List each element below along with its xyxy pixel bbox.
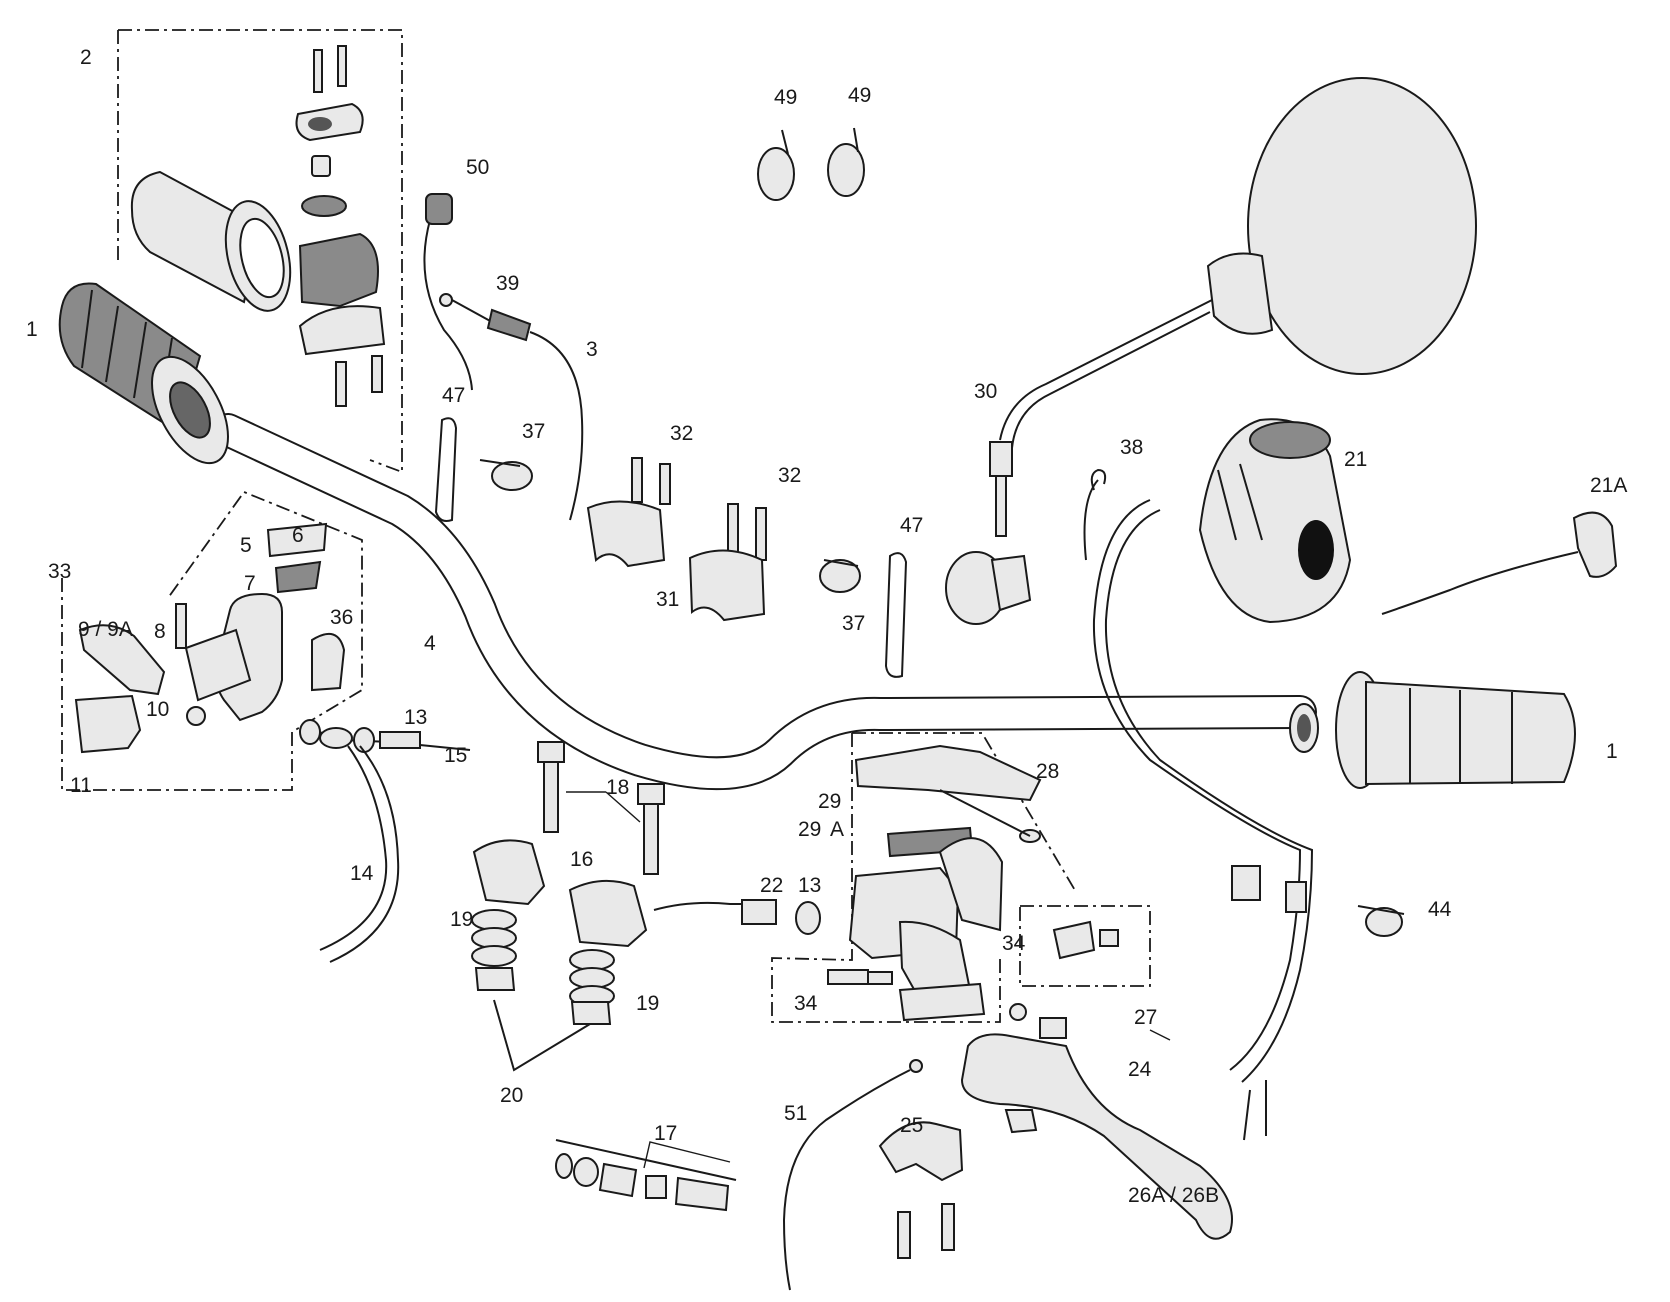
master-cylinder-left bbox=[74, 522, 346, 754]
throttle-assembly bbox=[130, 45, 386, 407]
lever-group-outline bbox=[852, 732, 1077, 893]
label-25: 25 bbox=[900, 1114, 923, 1137]
label-37-right: 37 bbox=[842, 612, 865, 635]
bleed-kit-17 bbox=[555, 1139, 737, 1212]
label-39: 39 bbox=[496, 272, 519, 295]
label-37-left: 37 bbox=[522, 420, 545, 443]
right-grip bbox=[1335, 671, 1576, 789]
label-22: 22 bbox=[760, 874, 783, 897]
label-47-left: 47 bbox=[442, 384, 465, 407]
brake-hose-left bbox=[299, 719, 471, 963]
hose-clamps bbox=[757, 127, 865, 201]
label-19-left: 19 bbox=[450, 908, 473, 931]
label-18: 18 bbox=[606, 776, 629, 799]
label-8: 8 bbox=[154, 620, 166, 643]
label-30: 30 bbox=[974, 380, 997, 403]
label-5: 5 bbox=[240, 534, 252, 557]
cable-clip-right bbox=[819, 552, 908, 678]
spring-group-outline bbox=[1019, 905, 1151, 987]
label-17: 17 bbox=[654, 1122, 677, 1145]
label-13-left: 13 bbox=[404, 706, 427, 729]
cable-clip-left bbox=[434, 417, 533, 522]
label-27: 27 bbox=[1134, 1006, 1157, 1029]
throttle-group-outline bbox=[118, 29, 403, 474]
label-20: 20 bbox=[500, 1084, 523, 1107]
label-50: 50 bbox=[466, 156, 489, 179]
label-44: 44 bbox=[1428, 898, 1452, 921]
brake-pump bbox=[827, 744, 1119, 1022]
label-29-prefix: 29 bbox=[798, 818, 821, 841]
label-1-left: 1 bbox=[26, 318, 38, 341]
label-24: 24 bbox=[1128, 1058, 1152, 1081]
label-3: 3 bbox=[586, 338, 598, 361]
label-34-left: 34 bbox=[794, 992, 818, 1015]
light-switch bbox=[1083, 418, 1618, 1141]
brake-lever bbox=[960, 1003, 1233, 1240]
label-10: 10 bbox=[146, 698, 169, 721]
label-49-right: 49 bbox=[848, 84, 871, 107]
label-14: 14 bbox=[350, 862, 374, 885]
label-33: 33 bbox=[48, 560, 71, 583]
throttle-cable bbox=[423, 193, 584, 521]
leader-lines bbox=[566, 791, 1171, 1169]
label-16: 16 bbox=[570, 848, 593, 871]
label-34-right: 34 bbox=[1002, 932, 1026, 955]
label-15: 15 bbox=[444, 744, 467, 767]
handlebar-clamps bbox=[586, 457, 767, 622]
mirror bbox=[945, 77, 1477, 625]
label-29: 29 bbox=[818, 790, 841, 813]
callout-labels: 1 1 2 3 4 5 6 7 8 9 / 9A 10 11 13 13 14 … bbox=[26, 46, 1627, 1207]
label-29a-suffix: A bbox=[830, 818, 844, 841]
label-28: 28 bbox=[1036, 760, 1059, 783]
lever-bracket bbox=[878, 1121, 964, 1259]
label-19-right: 19 bbox=[636, 992, 659, 1015]
clutch-cable bbox=[782, 1059, 923, 1291]
label-26a-26b: 26A / 26B bbox=[1128, 1184, 1219, 1207]
label-32-right: 32 bbox=[778, 464, 801, 487]
label-9-9a: 9 / 9A bbox=[78, 618, 133, 641]
handlebar bbox=[211, 413, 1319, 791]
label-21: 21 bbox=[1344, 448, 1367, 471]
label-38: 38 bbox=[1120, 436, 1143, 459]
clip-44 bbox=[1357, 905, 1405, 937]
label-2: 2 bbox=[80, 46, 92, 69]
label-36: 36 bbox=[330, 606, 353, 629]
label-1-right: 1 bbox=[1606, 740, 1618, 763]
label-6: 6 bbox=[292, 524, 304, 547]
label-13-right: 13 bbox=[798, 874, 821, 897]
master-cylinder-group-outline bbox=[61, 490, 363, 791]
label-32-left: 32 bbox=[670, 422, 693, 445]
label-51: 51 bbox=[784, 1102, 807, 1125]
label-47-right: 47 bbox=[900, 514, 923, 537]
label-4: 4 bbox=[424, 632, 436, 655]
label-49-left: 49 bbox=[774, 86, 797, 109]
label-21a: 21A bbox=[1590, 474, 1627, 497]
label-31: 31 bbox=[656, 588, 679, 611]
left-grip bbox=[58, 282, 229, 465]
right-brake-fittings bbox=[471, 741, 821, 1072]
label-11: 11 bbox=[70, 774, 92, 797]
label-7: 7 bbox=[244, 572, 256, 595]
